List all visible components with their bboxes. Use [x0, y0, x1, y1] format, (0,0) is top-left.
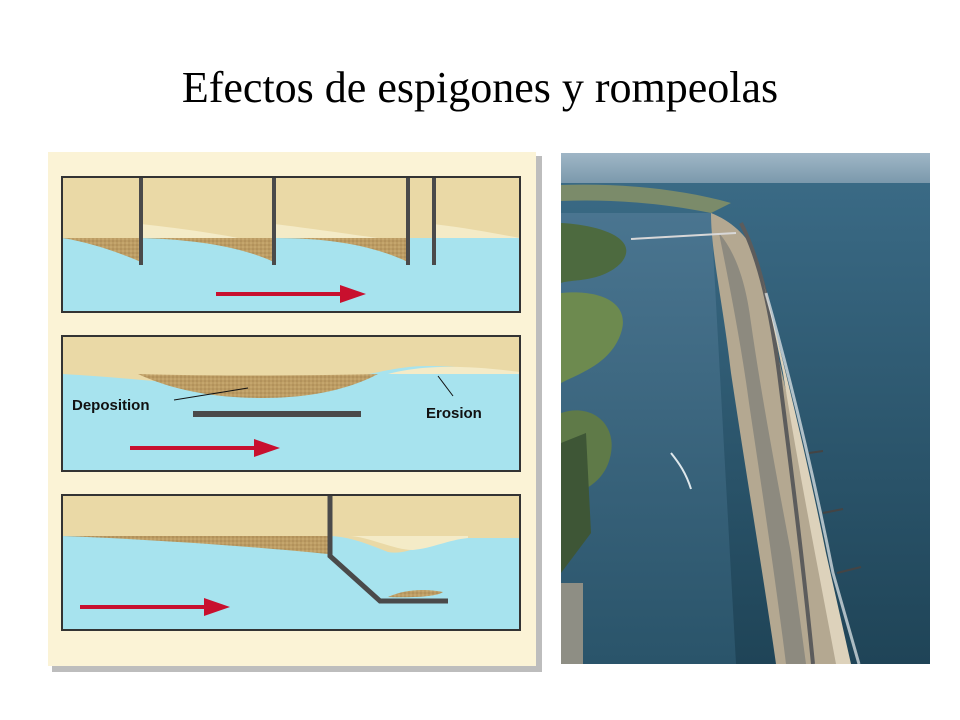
erosion-leader-line: [437, 375, 454, 397]
label-deposition: Deposition: [72, 397, 150, 414]
slide-title: Efectos de espigones y rompeolas: [181, 63, 779, 112]
panel-groins: [61, 176, 521, 313]
panel1-deposit-3: [274, 238, 408, 262]
photo-marsh-4: [561, 433, 591, 573]
panel2-erosion-zone: [388, 366, 520, 374]
photo-groin-1: [808, 450, 824, 454]
label-erosion: Erosion: [426, 405, 482, 422]
panel1-border: [61, 176, 521, 313]
panel2-deposit: [138, 374, 378, 398]
photo-town: [719, 233, 806, 664]
groin-breakwater-diagram: Deposition Erosion: [48, 152, 542, 672]
groin-4: [432, 177, 436, 265]
photo-distant-land: [561, 184, 731, 213]
aerial-photo-svg: [561, 153, 930, 664]
jetty-structure: [327, 495, 448, 604]
panel3-erosion-zone: [348, 536, 468, 550]
panel3-border: [61, 494, 521, 631]
groin-1: [139, 177, 143, 265]
panel1-deposit-1: [62, 238, 141, 262]
aerial-coast-photo: [561, 153, 930, 664]
photo-dock: [561, 583, 583, 664]
panel-breakwater: Deposition Erosion: [61, 335, 521, 472]
deposition-leader-line: [173, 387, 249, 401]
groin-2: [272, 177, 276, 265]
panel-jetty: [61, 494, 521, 631]
panel1-deposit-2: [141, 238, 274, 262]
panel3-current-arrow-head: [204, 598, 230, 616]
panel3-deposit-upstream: [62, 536, 328, 554]
photo-beach: [761, 273, 851, 664]
photo-road: [739, 222, 815, 664]
panel1-current-arrow-shaft: [216, 292, 346, 296]
photo-groin-2: [822, 508, 844, 514]
photo-surf: [764, 292, 861, 664]
panel3-deposit-spur: [388, 589, 443, 598]
photo-bridge: [630, 232, 737, 240]
photo-marsh-1: [561, 223, 627, 283]
panel1-current-arrow-head: [340, 285, 366, 303]
diagram-svg: Deposition Erosion: [48, 152, 542, 672]
panel1-erosion-3: [433, 224, 520, 238]
panel1-erosion-1: [141, 224, 238, 238]
panel1-erosion-2: [274, 224, 378, 238]
photo-groin-3: [836, 566, 862, 574]
breakwater: [193, 411, 361, 417]
panel2-current-arrow-shaft: [130, 446, 260, 450]
groin-3: [406, 177, 410, 265]
photo-marsh-2: [561, 292, 623, 383]
panel2-border: [61, 335, 521, 472]
photo-boat-wake: [670, 452, 692, 490]
panel2-current-arrow-head: [254, 439, 280, 457]
panel3-current-arrow-shaft: [80, 605, 210, 609]
panel2-water: [62, 366, 520, 471]
